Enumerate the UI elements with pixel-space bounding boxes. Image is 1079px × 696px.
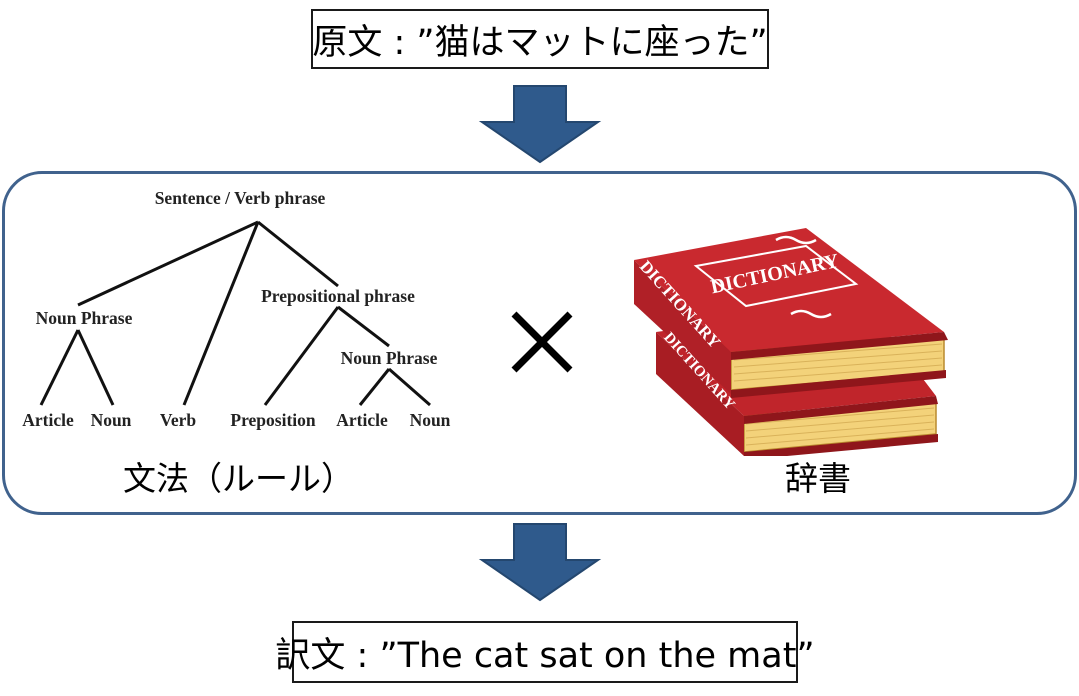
source-text: 原文 : ”猫はマットに座った” (312, 22, 768, 63)
dictionary-books-icon: DICTIONARY DICTIONARY DICTIONARY (634, 228, 948, 456)
tree-leaf-article-2: Article (336, 410, 388, 430)
tree-node-root: Sentence / Verb phrase (155, 188, 326, 208)
dictionary-caption: 辞書 (785, 459, 851, 498)
tree-leaf-noun: Noun (91, 410, 132, 430)
tree-leaf-article: Article (22, 410, 74, 430)
tree-leaf-preposition: Preposition (230, 410, 316, 430)
tree-node-noun-phrase-2: Noun Phrase (341, 348, 438, 368)
tree-node-noun-phrase: Noun Phrase (36, 308, 133, 328)
down-arrow-icon (478, 85, 602, 164)
tree-leaf-noun-2: Noun (410, 410, 451, 430)
target-text: 訳文 : ”The cat sat on the mat” (275, 635, 815, 676)
down-arrow-icon-2 (478, 523, 602, 602)
tree-leaf-verb: Verb (160, 410, 197, 430)
source-text-box: 原文 : ”猫はマットに座った” (311, 9, 769, 69)
tree-node-prepositional-phrase: Prepositional phrase (261, 286, 415, 306)
parse-tree-edges (39, 220, 431, 407)
grammar-caption: 文法（ルール） (123, 459, 354, 498)
upper-book: DICTIONARY DICTIONARY DICTIONARY (634, 228, 948, 413)
target-text-box: 訳文 : ”The cat sat on the mat” (275, 621, 815, 683)
multiply-icon (511, 311, 573, 373)
